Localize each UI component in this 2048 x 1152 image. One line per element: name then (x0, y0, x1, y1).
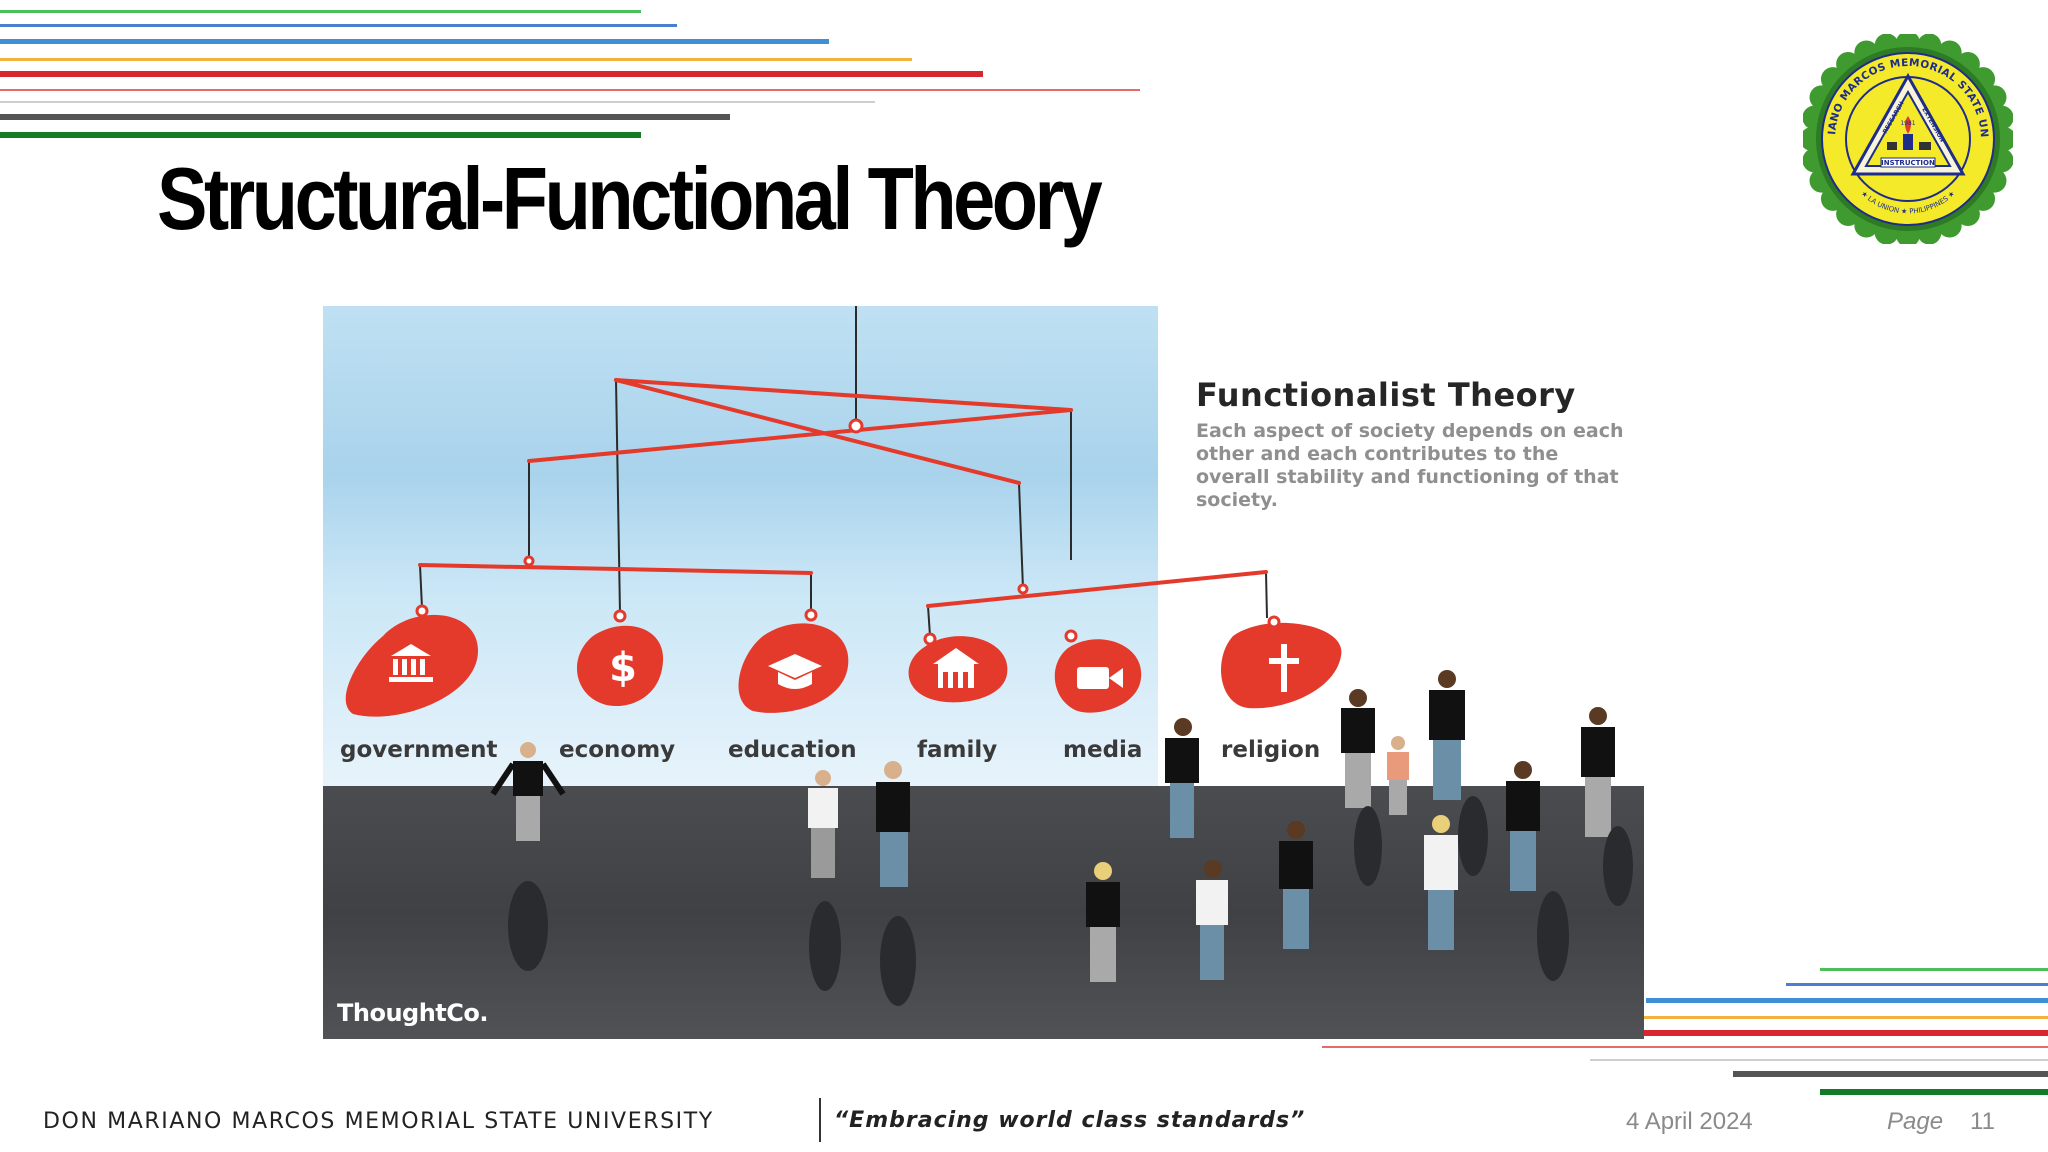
family-bag (908, 632, 1008, 703)
person (1424, 815, 1458, 950)
person (808, 770, 841, 991)
university-seal-logo: INSTRUCTION 1981 RESEARCH EXTENSION DON … (1803, 34, 2013, 244)
video-camera-icon (1077, 667, 1123, 689)
institution-label-education: education (728, 737, 857, 763)
footer-page-number: 11 (1970, 1108, 1995, 1135)
house-icon (933, 648, 979, 688)
functionalist-theory-infographic: $ (323, 306, 1644, 1039)
decor-stripe-bottom (1646, 998, 2048, 1003)
person (490, 742, 566, 971)
decor-stripe-top (0, 58, 912, 61)
theory-heading: Functionalist Theory (1196, 376, 1576, 414)
decor-stripe-bottom (1450, 1030, 2048, 1036)
theory-body: Each aspect of society depends on each o… (1196, 420, 1624, 512)
bank-icon (389, 644, 433, 682)
decor-stripe-bottom (1786, 983, 2048, 986)
person (1165, 718, 1199, 838)
institution-label-government: government (340, 737, 498, 763)
mobile-strings (419, 306, 1268, 637)
footer-divider (819, 1098, 821, 1142)
source-credit: ThoughtCo. (337, 999, 489, 1027)
decor-stripe-bottom (1733, 1071, 2048, 1077)
person (1581, 707, 1633, 906)
mobile-joints (523, 418, 1029, 595)
decor-stripe-top (0, 89, 1140, 91)
svg-text:1981: 1981 (1900, 120, 1915, 127)
decor-stripe-bottom (1820, 968, 2048, 971)
institution-label-media: media (1063, 737, 1143, 763)
decor-stripe-top (0, 24, 677, 27)
decor-stripe-top (0, 39, 829, 44)
dollar-icon: $ (609, 645, 637, 691)
sky-background (323, 306, 1158, 786)
decor-stripe-bottom (1590, 1059, 2048, 1061)
theory-description: Functionalist Theory Each aspect of soci… (1196, 376, 1636, 512)
person (1279, 821, 1313, 949)
institution-label-religion: religion (1221, 737, 1321, 763)
person (1387, 736, 1409, 815)
footer-date: 4 April 2024 (1626, 1108, 1753, 1135)
economy-bag: $ (576, 609, 664, 707)
religion-bag (1221, 615, 1342, 709)
decor-stripe-bottom (1620, 1016, 2048, 1019)
decor-stripe-top (0, 132, 641, 138)
decor-stripe-top (0, 114, 730, 120)
person (1341, 689, 1382, 886)
person (1086, 862, 1120, 982)
institution-label-family: family (917, 737, 998, 763)
cross-icon (1269, 644, 1299, 692)
decor-stripe-top (0, 10, 641, 13)
decor-stripe-bottom (1322, 1046, 2048, 1048)
decor-stripe-bottom (1820, 1089, 2048, 1095)
mobile-bars (418, 378, 1268, 608)
media-bag (1054, 629, 1142, 713)
graduation-cap-icon (768, 654, 822, 689)
person (1429, 670, 1488, 876)
footer-page-label: Page (1887, 1108, 1944, 1135)
person (1506, 761, 1569, 981)
government-bag (345, 604, 478, 717)
footer-motto: “Embracing world class standards” (834, 1108, 1306, 1133)
footer-university-name: DON MARIANO MARCOS MEMORIAL STATE UNIVER… (43, 1109, 714, 1134)
svg-text:INSTRUCTION: INSTRUCTION (1881, 159, 1935, 167)
institution-label-economy: economy (559, 737, 676, 763)
decor-stripe-top (0, 101, 875, 103)
person (1196, 860, 1228, 980)
education-bag (738, 608, 849, 713)
society-mobile-illustration: $ (345, 306, 1633, 1006)
person (876, 761, 916, 1006)
slide-title: Structural-Functional Theory (157, 149, 1103, 248)
decor-stripe-top (0, 71, 983, 77)
people-silhouettes (490, 670, 1633, 1006)
